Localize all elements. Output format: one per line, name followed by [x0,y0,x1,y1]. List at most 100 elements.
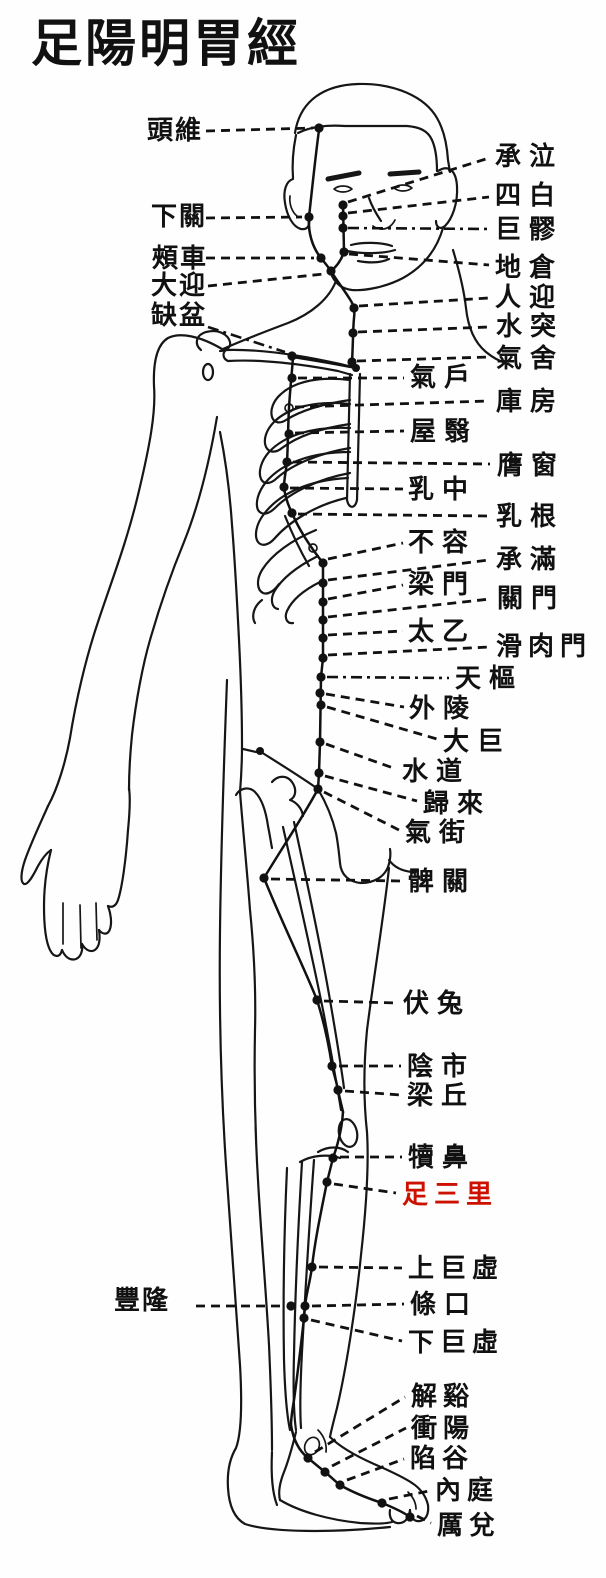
leader-line [325,692,405,709]
trochanter [234,787,274,850]
acupoint-dot [328,1153,338,1163]
shoulder-notch [201,362,215,382]
acupoint-dot [303,1453,313,1463]
inguinal-line [259,750,320,791]
leader-line [327,541,404,561]
acupoint-dot [377,1498,387,1508]
leader-line [324,774,418,803]
leader-line [358,296,490,308]
acupoint-dot [348,328,358,338]
gluteal-u [338,847,392,885]
acupoint-label: 厲兌 [437,1511,501,1540]
acupoint-label: 伏兔 [403,989,471,1018]
acupoint-dot [318,558,328,568]
finger-line-3 [95,902,98,941]
leader-line [346,1457,405,1482]
far-leg-front [238,790,274,1452]
meridian-clavicle [291,355,358,370]
acupoint-dot [318,653,328,663]
acupoint-label: 梁門 [407,570,476,599]
acupoint-label: 缺盆 [151,300,207,330]
leader-line [205,215,303,220]
gluteal-wave [387,858,420,874]
acupoint-label: 關門 [497,584,565,613]
leader-line [323,790,400,832]
acupoint-dot [282,457,292,467]
neck-shoulders [195,248,508,382]
acupoint-label: 庫房 [496,387,564,416]
torso-left-edge [218,430,244,794]
acupoint-dot [300,1301,310,1311]
acupoint-label: 水道 [402,756,470,786]
acromion [195,330,232,353]
nose [367,196,383,223]
acupoint-label: 太乙 [408,617,476,646]
meridian-thigh [262,876,345,1114]
right-eyebrow [387,169,422,177]
right-ear [434,167,459,229]
acupoint-label: 歸來 [423,788,491,818]
acupoint-label: 大迎 [151,270,207,300]
acupoint-dots [259,123,415,1522]
acupoint-dot [318,578,328,588]
near-foot-arch [278,1430,298,1502]
acupoint-dot [322,1177,332,1187]
acupoint-label: 陰市 [407,1051,475,1081]
meridian-shin [289,1180,329,1427]
acupoint-dot [318,633,328,643]
leader-line [205,126,314,133]
acupoint-dot [347,357,357,367]
acupoint-label: 內庭 [435,1475,499,1505]
near-foot-sole [278,1498,394,1525]
acupoint-dot [316,700,326,710]
pelvis [234,747,420,885]
leader-line [326,705,438,741]
acupoint-dot [299,1313,309,1323]
chart-title: 足陽明胃經 [31,17,302,73]
left-ear [283,177,311,231]
acupoint-label: 下關 [151,202,207,231]
acupoint-dot [338,200,348,210]
fibula [282,1166,292,1432]
meridian-to-thigh [262,787,320,880]
leader-line [207,272,325,288]
knee-condyle [316,1146,350,1154]
acupoint-dot [316,253,326,263]
leader-line [270,877,403,883]
acupoint-dot [315,688,325,698]
leader-line [323,999,398,1005]
rib-2 [263,401,352,453]
acupoint-dot [333,1085,343,1095]
rib-8 [284,580,322,625]
clavicle-bottom [226,359,354,377]
leader-line [416,1514,432,1525]
leader-line [327,629,404,637]
neck-shoulder-left [221,279,338,351]
leader-line [325,742,397,771]
leader-line [347,226,490,231]
tibia-back [292,1160,304,1432]
leader-line [294,429,405,435]
neck-right [451,248,508,365]
leader-line [292,460,491,466]
rib-hook [252,598,264,625]
xiphoid [345,498,359,508]
acupoint-label: 人迎 [495,282,563,312]
leader-line [326,675,450,680]
arm-left [20,334,224,961]
meridian-line [262,128,412,1519]
leader-line [348,252,490,267]
hip-line-dot [256,747,264,755]
acupoint-dot [326,266,336,276]
groin-front [316,787,342,865]
acupoint-label: 足三里 [402,1180,498,1209]
heel-line [270,1450,279,1507]
acupoint-label: 陷谷 [410,1444,474,1473]
leader-lines [196,126,491,1525]
sternum-left [345,372,352,502]
thumb [20,804,53,886]
leader-line [289,486,404,491]
acupoint-dot [287,508,297,518]
